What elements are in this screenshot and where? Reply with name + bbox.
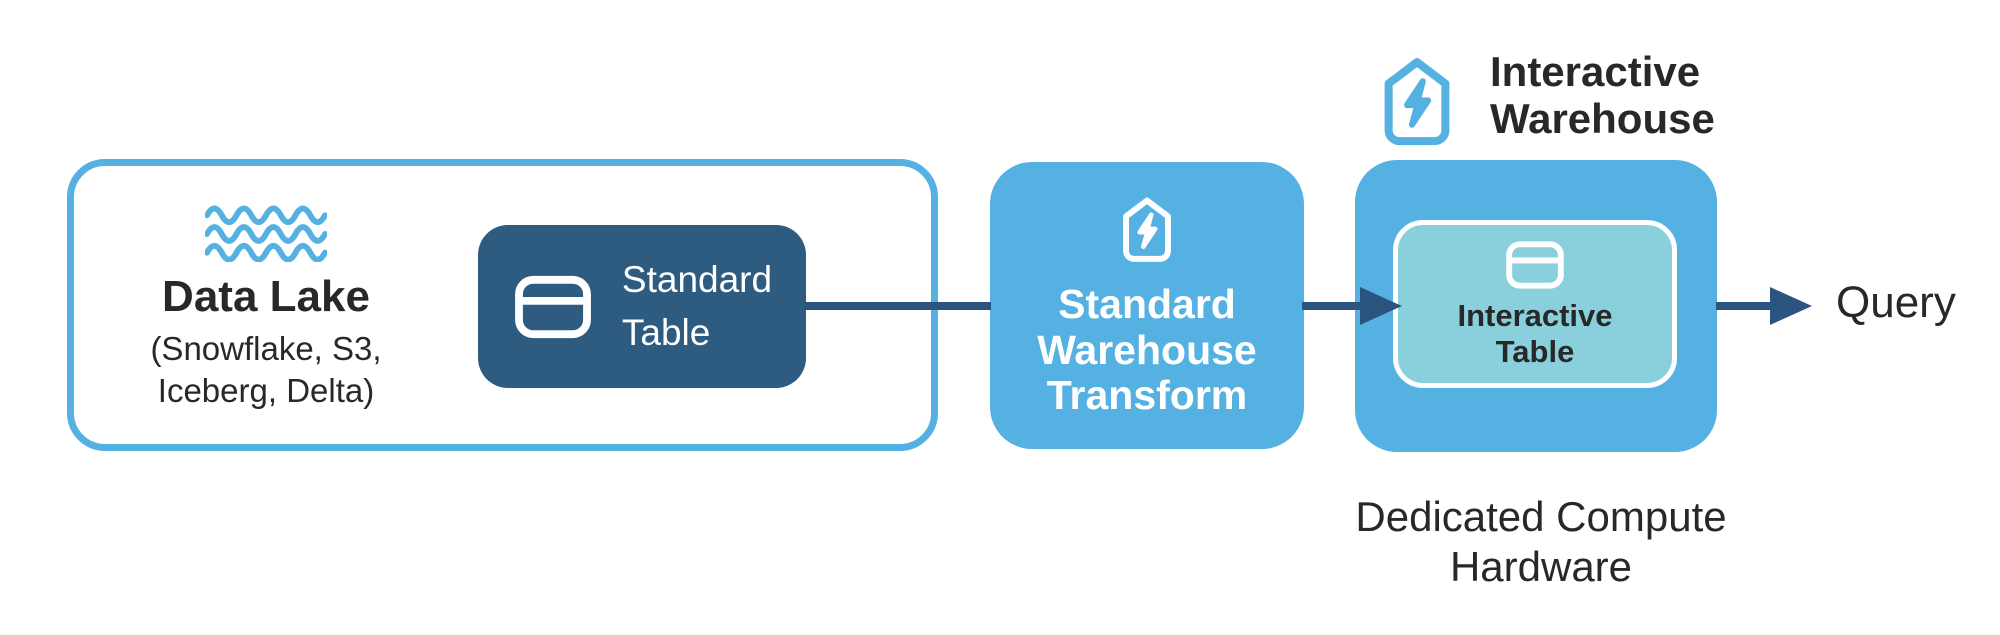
data-lake-subtitle: (Snowflake, S3, Iceberg, Delta) (150, 328, 381, 412)
standard-table-label: Standard Table (622, 254, 772, 359)
dedicated-compute-label-line2: Hardware (1449, 543, 1633, 591)
standard-table-box: Standard Table (478, 225, 806, 388)
table-icon (512, 273, 594, 341)
connector-table-to-transform (805, 302, 991, 310)
interactive-table-label: Interactive Table (1457, 298, 1612, 369)
interactive-warehouse-header-line1: Interactive (1490, 48, 1701, 95)
transform-label-line2: Warehouse (1037, 326, 1257, 373)
transform-label-line3: Transform (1046, 372, 1248, 419)
standard-warehouse-transform-box: Standard Warehouse Transform (990, 162, 1304, 449)
query-label: Query (1836, 278, 1956, 327)
standard-table-label-line2: Table (621, 311, 711, 353)
data-lake-subtitle-line1: (Snowflake, S3, (150, 329, 382, 367)
interactive-table-label-line2: Table (1495, 333, 1575, 369)
house-bolt-icon (1113, 192, 1181, 268)
data-lake-content: Data Lake (Snowflake, S3, Iceberg, Delta… (86, 204, 446, 412)
waves-icon (205, 204, 327, 262)
house-bolt-icon (1371, 52, 1463, 152)
interactive-warehouse-box: Interactive Table (1355, 160, 1717, 452)
connector-transform-to-warehouse (1302, 302, 1362, 310)
connector-warehouse-to-query (1716, 302, 1772, 310)
arrowhead-icon (1770, 287, 1812, 325)
interactive-table-box: Interactive Table (1393, 220, 1677, 388)
standard-warehouse-transform-label: Standard Warehouse Transform (1037, 280, 1257, 420)
dedicated-compute-label-line1: Dedicated Compute (1355, 493, 1727, 540)
interactive-warehouse-header-line2: Warehouse (1490, 95, 1715, 143)
data-lake-subtitle-line2: Iceberg, Delta) (157, 371, 375, 409)
transform-label-line1: Standard (1058, 280, 1236, 327)
arrowhead-icon (1360, 287, 1402, 325)
standard-table-label-line1: Standard (621, 258, 773, 300)
interactive-warehouse-header: Interactive Warehouse (1490, 48, 1715, 142)
table-icon (1504, 239, 1566, 291)
dedicated-compute-label: Dedicated Compute Hardware (1286, 492, 1796, 593)
interactive-table-label-line1: Interactive (1457, 297, 1613, 333)
data-lake-title: Data Lake (162, 272, 370, 321)
